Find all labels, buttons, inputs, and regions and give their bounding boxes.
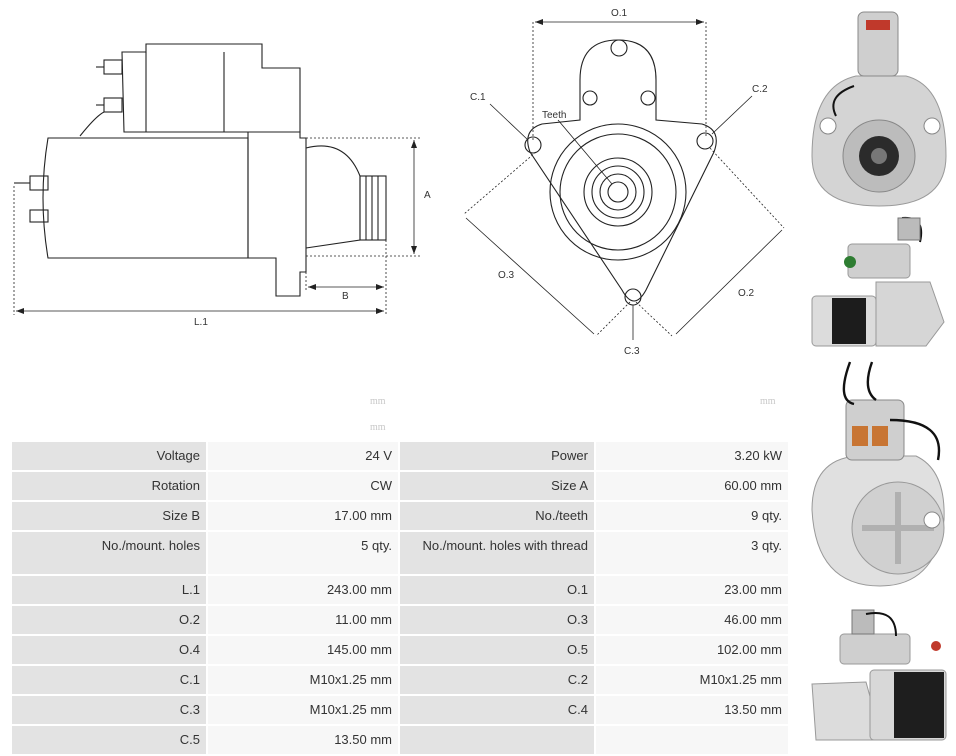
- label-c2: C.2: [752, 84, 768, 95]
- spec-value: 13.50 mm: [594, 694, 790, 726]
- spec-row: C.5 13.50 mm: [10, 724, 790, 756]
- spec-label: [398, 724, 596, 756]
- spec-value: M10x1.25 mm: [206, 694, 400, 726]
- spec-label: No./mount. holes with thread: [398, 530, 596, 576]
- label-a: A: [424, 190, 431, 201]
- spec-value: CW: [206, 470, 400, 502]
- spec-table: Voltage 24 V Power 3.20 kW Rotation CW S…: [10, 440, 790, 756]
- spec-label: O.1: [398, 574, 596, 606]
- spec-row: Voltage 24 V Power 3.20 kW: [10, 440, 790, 472]
- spec-label: L.1: [10, 574, 208, 606]
- spec-value: 243.00 mm: [206, 574, 400, 606]
- spec-value: 46.00 mm: [594, 604, 790, 636]
- spec-value: M10x1.25 mm: [206, 664, 400, 696]
- spec-label: No./mount. holes: [10, 530, 208, 576]
- label-o2: O.2: [738, 288, 755, 299]
- spec-row: O.2 11.00 mm O.3 46.00 mm: [10, 604, 790, 636]
- spec-row: L.1 243.00 mm O.1 23.00 mm: [10, 574, 790, 606]
- spec-value: M10x1.25 mm: [594, 664, 790, 696]
- spec-value: 5 qty.: [206, 530, 400, 576]
- spec-label: O.4: [10, 634, 208, 666]
- spec-label: Voltage: [10, 440, 208, 472]
- motor-body: [42, 137, 249, 259]
- spec-value: 60.00 mm: [594, 470, 790, 502]
- spec-value: 9 qty.: [594, 500, 790, 532]
- solenoid: [121, 43, 301, 133]
- spec-value: 17.00 mm: [206, 500, 400, 532]
- spec-row: No./mount. holes 5 qty. No./mount. holes…: [10, 530, 790, 576]
- spec-label: C.2: [398, 664, 596, 696]
- spec-value: 145.00 mm: [206, 634, 400, 666]
- label-o3: O.3: [498, 270, 515, 281]
- spec-value: 13.50 mm: [206, 724, 400, 756]
- spec-row: Rotation CW Size A 60.00 mm: [10, 470, 790, 502]
- spec-label: O.2: [10, 604, 208, 636]
- spec-label: Rotation: [10, 470, 208, 502]
- spec-label: Size B: [10, 500, 208, 532]
- label-l1: L.1: [194, 317, 208, 328]
- spec-value: 3 qty.: [594, 530, 790, 576]
- spec-value: 11.00 mm: [206, 604, 400, 636]
- spec-label: C.4: [398, 694, 596, 726]
- spec-label: O.5: [398, 634, 596, 666]
- label-teeth: Teeth: [542, 110, 566, 121]
- photo-side-view: [806, 212, 952, 354]
- spec-label: Size A: [398, 470, 596, 502]
- photo-rear-view: [806, 360, 952, 594]
- label-b: B: [342, 291, 349, 302]
- photo-angle-view: [806, 606, 952, 746]
- spec-label: No./teeth: [398, 500, 596, 532]
- spec-value: 3.20 kW: [594, 440, 790, 472]
- spec-row: C.3 M10x1.25 mm C.4 13.50 mm: [10, 694, 790, 726]
- spec-label: C.1: [10, 664, 208, 696]
- spec-value: 24 V: [206, 440, 400, 472]
- spec-row: C.1 M10x1.25 mm C.2 M10x1.25 mm: [10, 664, 790, 696]
- spec-label: Power: [398, 440, 596, 472]
- label-o1: O.1: [611, 8, 628, 19]
- drive-housing: [247, 131, 307, 297]
- spec-label: C.3: [10, 694, 208, 726]
- spec-value: 102.00 mm: [594, 634, 790, 666]
- spec-label: O.3: [398, 604, 596, 636]
- spec-value: [594, 724, 790, 756]
- mounting-flange: [527, 39, 717, 302]
- spec-row: Size B 17.00 mm No./teeth 9 qty.: [10, 500, 790, 532]
- spec-row: O.4 145.00 mm O.5 102.00 mm: [10, 634, 790, 666]
- photo-front-view: [806, 6, 952, 210]
- technical-drawing: A B L.1 O.1 C.1 C.2 Teeth: [13, 8, 785, 357]
- pinion: [359, 175, 387, 241]
- spec-value: 23.00 mm: [594, 574, 790, 606]
- spec-label: C.5: [10, 724, 208, 756]
- label-c1: C.1: [470, 92, 486, 103]
- label-c3: C.3: [624, 346, 640, 357]
